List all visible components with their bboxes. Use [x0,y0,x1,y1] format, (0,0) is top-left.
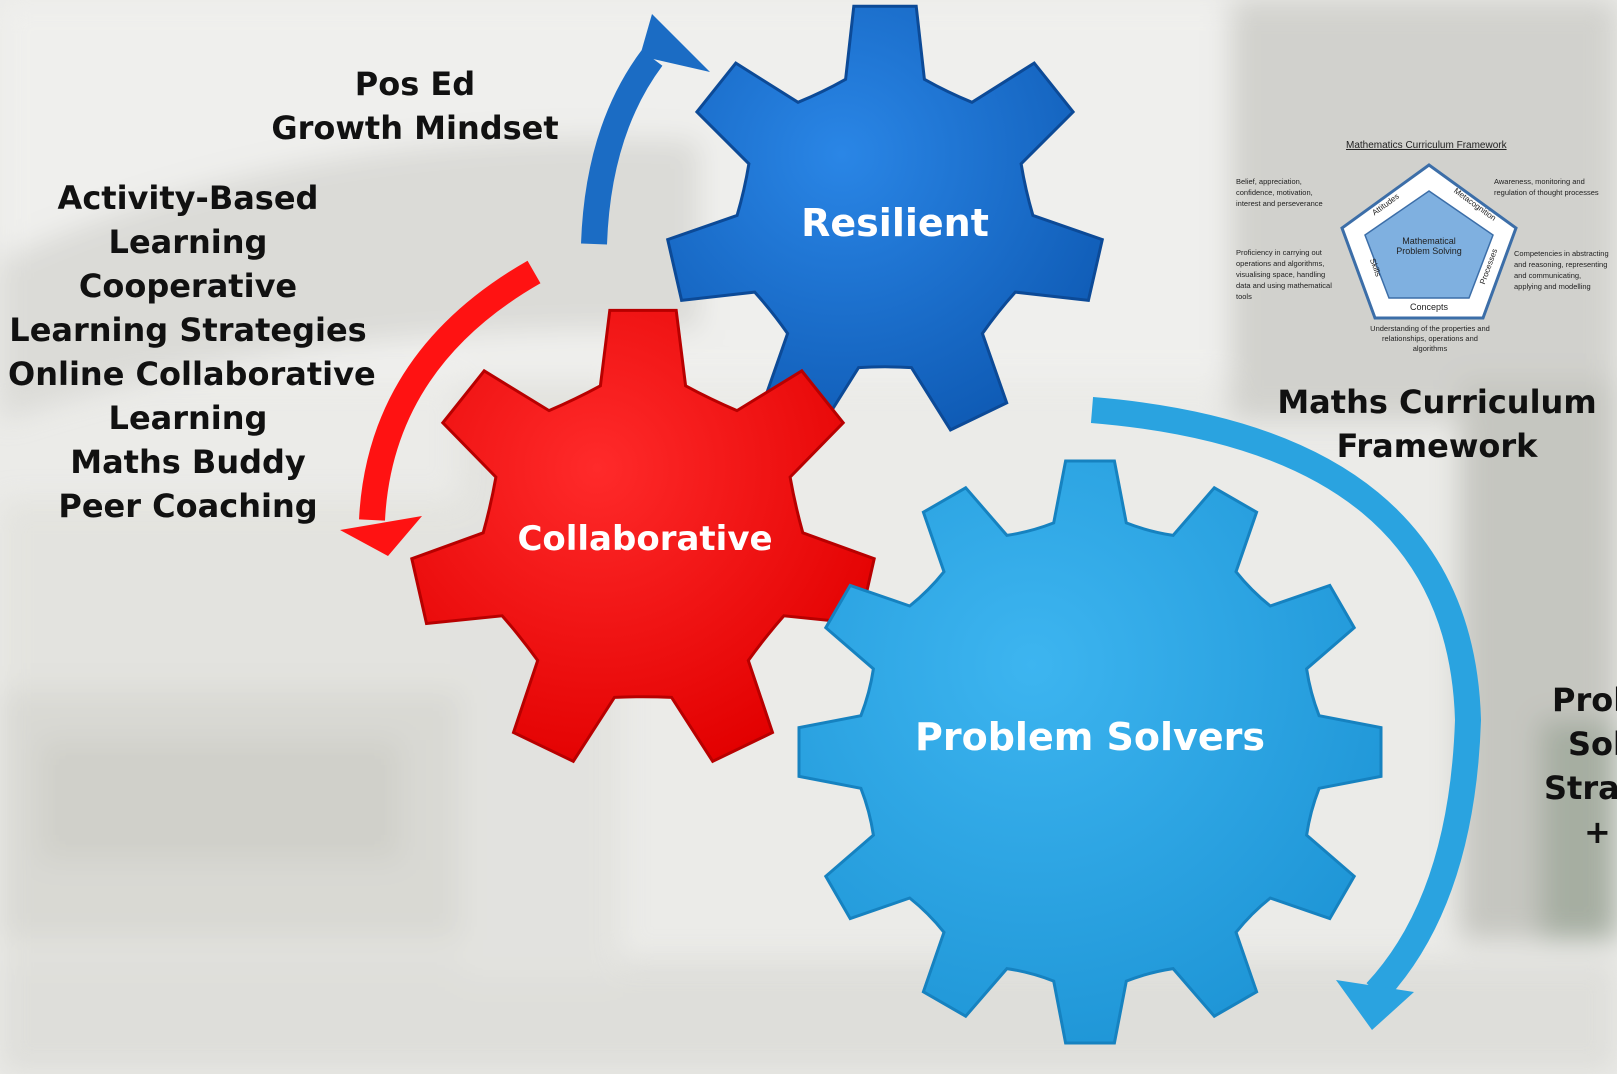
desc-line: data and using mathematical [1236,281,1332,290]
desc-line: tools [1236,292,1252,301]
arrow-red-head [340,516,422,556]
pentagon-diagram [1340,163,1518,320]
growth-mindset-label: Growth Mindset [271,109,559,147]
concepts-label: Concepts [1409,302,1449,312]
framework-caption-line: Maths Curriculum [1277,383,1597,421]
strategy-line: Peer Coaching [58,487,318,525]
metacognition-description: Awareness, monitoring and regulation of … [1494,176,1599,198]
gear-resilient [665,4,1105,432]
desc-line: applying and modelling [1514,282,1591,291]
desc-line: Proficiency in carrying out [1236,248,1322,257]
desc-line: Competencies in abstracting [1514,249,1609,258]
gear-collaborative-label: Collaborative [517,519,773,559]
desc-line: and reasoning, representing [1514,260,1608,269]
arrow-light-blue [1090,397,1482,1001]
framework-center-line: Problem Solving [1396,246,1462,256]
desc-line: Understanding of the properties and [1370,324,1490,333]
strategy-line: Learning [108,223,268,261]
desc-line: interest and perseverance [1236,199,1323,208]
strategy-line: Online Collaborative [8,355,376,393]
gear-problem-solvers [797,459,1383,1045]
arrow-red [359,260,541,521]
desc-line: visualising space, handling [1236,270,1326,279]
strategies-list: Activity-Based Learning Cooperative Lear… [8,176,376,528]
strategy-line: Activity-Based [57,179,319,217]
right-edge-line: Strat [1544,769,1617,807]
desc-line: operations and algorithms, [1236,259,1325,268]
attitudes-description: Belief, appreciation, confidence, motiva… [1236,176,1323,209]
arrow-blue [581,50,663,245]
arrow-blue-head [640,14,710,72]
gear-problem-solvers-label: Problem Solvers [915,715,1265,759]
right-edge-labels: Prob Sol Strat + I [1540,678,1617,854]
pentagon-inner [1364,190,1494,299]
strategy-line: Learning Strategies [9,311,367,349]
strategy-line: Maths Buddy [70,443,306,481]
framework-title: Mathematics Curriculum Framework [1346,140,1507,151]
pos-ed-label: Pos Ed [354,65,476,103]
arrow-light-blue-head [1336,980,1414,1030]
gear-resilient-label: Resilient [801,201,989,245]
gear-collaborative [410,308,876,764]
right-edge-line: Sol [1568,725,1617,763]
top-left-labels: Pos Ed Growth Mindset [265,62,565,150]
desc-line: confidence, motivation, [1236,188,1313,197]
desc-line: regulation of thought processes [1494,188,1599,197]
skills-description: Proficiency in carrying out operations a… [1236,247,1332,302]
desc-line: Belief, appreciation, [1236,177,1302,186]
desc-line: Awareness, monitoring and [1494,177,1585,186]
right-edge-line: Prob [1552,681,1617,719]
desc-line: algorithms [1412,344,1448,353]
framework-caption-line: Framework [1336,427,1538,465]
framework-center-line: Mathematical [1402,236,1456,246]
desc-line: and communicating, [1514,271,1582,280]
concepts-description: Understanding of the properties and rela… [1354,324,1506,354]
strategy-line: Cooperative [78,267,298,305]
desc-line: relationships, operations and [1382,334,1478,343]
processes-description: Competencies in abstracting and reasonin… [1514,248,1609,292]
framework-caption: Maths Curriculum Framework [1262,380,1612,468]
right-edge-line: + I [1584,813,1617,851]
strategy-line: Learning [108,399,268,437]
curriculum-framework-figure: Mathematics Curriculum Framework Mathema… [1236,138,1617,370]
